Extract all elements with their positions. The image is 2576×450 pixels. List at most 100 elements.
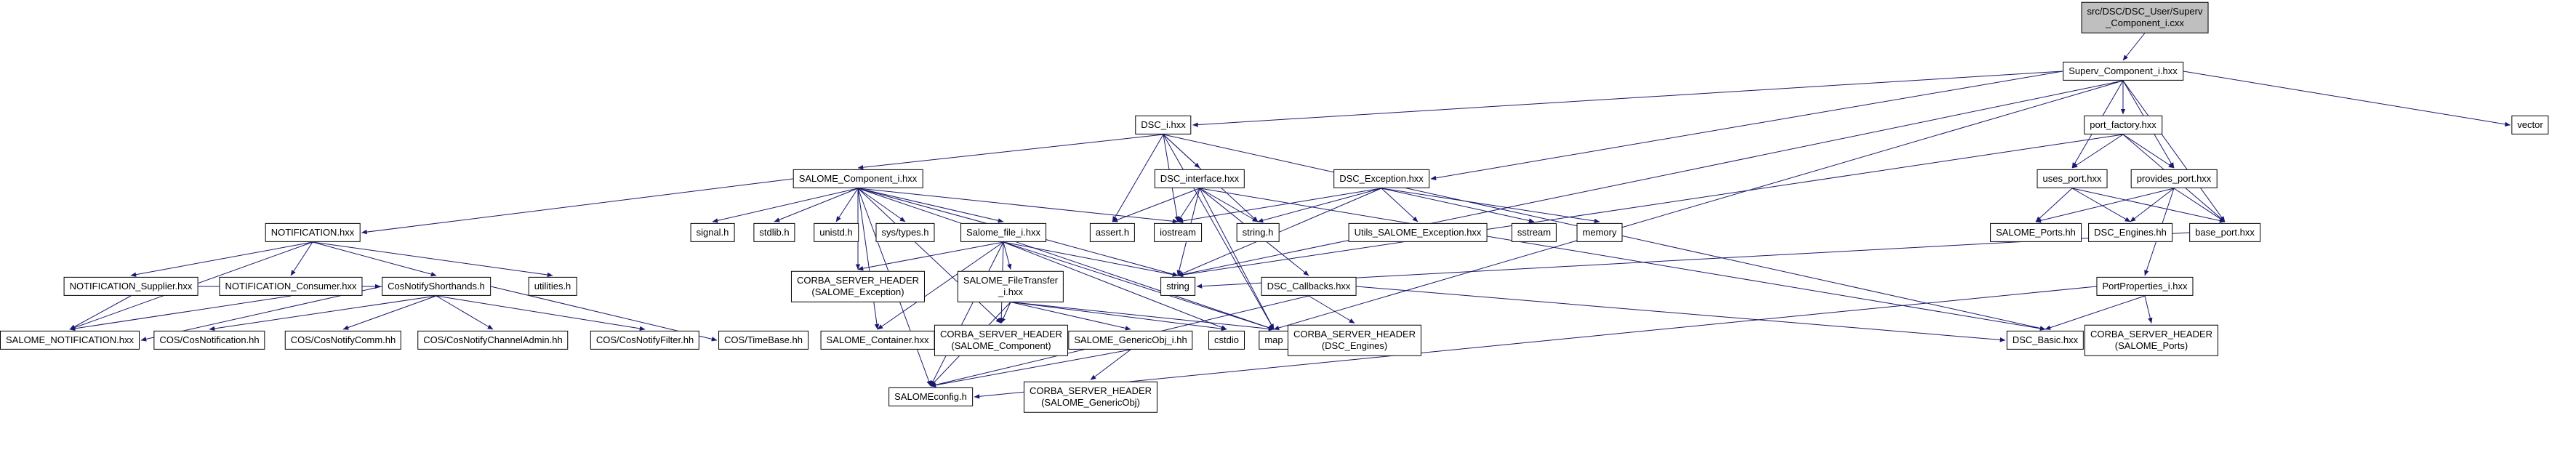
edge-comp-to-corbacomp: [857, 188, 1002, 324]
node-notif[interactable]: NOTIFICATION.hxx: [265, 222, 361, 243]
edge-portprops-to-corbaports: [2144, 295, 2153, 324]
node-dscbasic[interactable]: DSC_Basic.hxx: [2006, 330, 2085, 350]
node-cstdio: cstdio: [1208, 330, 1245, 350]
edge-shorthands-to-coscomm: [342, 295, 437, 330]
node-shorthands[interactable]: CosNotifyShorthands.h: [382, 276, 491, 297]
edge-usesport-to-portshh: [2035, 188, 2073, 222]
edge-shorthands-to-cosfilter: [436, 295, 646, 332]
edge-comp-to-container: [857, 188, 880, 330]
edge-superv-to-dscexc: [1430, 71, 2063, 180]
node-stringh: string.h: [1236, 222, 1280, 243]
node-container[interactable]: SALOME_Container.hxx: [820, 330, 935, 350]
edge-callbacks-to-dscbasic: [1356, 286, 2006, 342]
node-genobj[interactable]: SALOME_GenericObj_i.hh: [1068, 330, 1193, 350]
edge-callbacks-to-corbaeng: [1308, 295, 1355, 324]
node-superv[interactable]: Superv_Component_i.hxx: [2063, 61, 2183, 81]
node-corbagen: CORBA_SERVER_HEADER (SALOME_GenericObj): [1023, 381, 1158, 413]
edge-root-to-superv: [2122, 33, 2146, 61]
node-salomefile[interactable]: Salome_file_i.hxx: [960, 222, 1046, 243]
node-vector: vector: [2511, 115, 2549, 135]
edge-shorthands-to-cosnotif: [209, 295, 437, 332]
edge-notif-to-consumer: [290, 241, 313, 276]
node-providesport[interactable]: provides_port.hxx: [2130, 169, 2218, 189]
edge-superv-to-vector: [2183, 71, 2511, 127]
node-engineshh: DSC_Engines.hh: [2088, 222, 2172, 243]
edge-providesport-to-baseport: [2173, 188, 2226, 222]
node-dscexc[interactable]: DSC_Exception.hxx: [1333, 169, 1429, 189]
edge-portfactory-to-string: [1177, 134, 2124, 278]
node-callbacks[interactable]: DSC_Callbacks.hxx: [1261, 276, 1357, 297]
node-unistd: unistd.h: [814, 222, 859, 243]
edge-dsci-to-comp: [857, 134, 1164, 170]
node-dscint[interactable]: DSC_interface.hxx: [1154, 169, 1245, 189]
edge-portfactory-to-providesport: [2122, 134, 2175, 169]
edge-dscint-to-stringh: [1199, 188, 1259, 222]
node-utilsexc[interactable]: Utils_SALOME_Exception.hxx: [1348, 222, 1488, 243]
edge-dscexc-to-stringh: [1257, 188, 1382, 223]
node-portshh: SALOME_Ports.hh: [1990, 222, 2082, 243]
edge-dscint-to-dscbasic: [1199, 188, 2046, 331]
node-corbaports: CORBA_SERVER_HEADER (SALOME_Ports): [2084, 324, 2219, 356]
edge-salomefile-to-salomeconfig: [930, 241, 1004, 387]
edge-dscint-to-iostream: [1177, 188, 1200, 222]
edge-dscint-to-assert: [1112, 188, 1200, 222]
node-string: string: [1160, 276, 1195, 297]
edge-superv-to-baseport: [2122, 80, 2226, 222]
edge-comp-to-iostream: [857, 188, 1179, 224]
edge-dscexc-to-iostream: [1177, 188, 1382, 224]
edge-shorthands-to-cosadmin: [436, 295, 494, 330]
edge-filetransfer-to-corbacomp: [1000, 302, 1011, 324]
node-filetransfer[interactable]: SALOME_FileTransfer _i.hxx: [957, 270, 1064, 302]
edge-usesport-to-engineshh: [2071, 188, 2131, 222]
node-stdlib: stdlib.h: [753, 222, 795, 243]
node-utilities[interactable]: utilities.h: [528, 276, 577, 297]
node-root: src/DSC/DSC_User/Superv _Component_i.cxx: [2081, 1, 2209, 33]
edge-comp-to-salomefile: [857, 188, 1004, 223]
edge-consumer-to-salomenotif: [69, 295, 292, 332]
edge-notif-to-shorthands: [312, 241, 437, 277]
node-supplier[interactable]: NOTIFICATION_Supplier.hxx: [63, 276, 198, 297]
edge-dscint-to-map: [1199, 188, 1275, 330]
node-corbaeng: CORBA_SERVER_HEADER (DSC_Engines): [1287, 324, 1422, 356]
edge-dscexc-to-sstream: [1381, 188, 1535, 223]
edge-supplier-to-salomenotif: [69, 295, 132, 330]
node-portprops[interactable]: PortProperties_i.hxx: [2096, 276, 2194, 297]
node-signal: signal.h: [690, 222, 735, 243]
node-cosadmin: COS/CosNotifyChannelAdmin.hh: [417, 330, 569, 350]
node-cosnotif: COS/CosNotification.hh: [153, 330, 265, 350]
node-costime: COS/TimeBase.hh: [718, 330, 808, 350]
edge-salomefile-to-corbaexc: [857, 241, 1004, 271]
edge-superv-to-dsci: [1192, 71, 2063, 127]
edge-salomefile-to-filetransfer: [1003, 241, 1012, 270]
node-usesport[interactable]: uses_port.hxx: [2037, 169, 2108, 189]
edge-comp-to-map: [857, 188, 1275, 330]
edge-portfactory-to-usesport: [2071, 134, 2124, 169]
edge-comp-to-unistd: [835, 188, 859, 222]
edge-superv-to-map: [1273, 80, 2124, 331]
edge-providesport-to-engineshh: [2130, 188, 2175, 222]
node-baseport[interactable]: base_port.hxx: [2189, 222, 2260, 243]
edge-dsci-to-dscint: [1163, 134, 1200, 169]
node-portfactory[interactable]: port_factory.hxx: [2084, 115, 2162, 135]
edge-usesport-to-baseport: [2071, 188, 2226, 223]
node-dsci[interactable]: DSC_i.hxx: [1135, 115, 1192, 135]
node-consumer[interactable]: NOTIFICATION_Consumer.hxx: [219, 276, 363, 297]
node-salomeconfig[interactable]: SALOMEconfig.h: [888, 387, 973, 407]
node-assert: assert.h: [1089, 222, 1136, 243]
edge-comp-to-stdlib: [774, 188, 859, 222]
edge-notif-to-utilities: [312, 241, 553, 278]
edge-notif-to-supplier: [130, 241, 313, 277]
edge-dscexc-to-utilsexc: [1381, 188, 1419, 222]
edge-comp-to-signal: [712, 188, 859, 223]
edge-genobj-to-corbagen: [1090, 349, 1131, 380]
node-systypes: sys/types.h: [875, 222, 935, 243]
node-iostream: iostream: [1154, 222, 1202, 243]
edge-comp-to-systypes: [857, 188, 906, 222]
node-salomenotif: SALOME_NOTIFICATION.hxx: [0, 330, 140, 350]
edge-dscexc-to-memory: [1381, 188, 1600, 224]
node-memory: memory: [1576, 222, 1623, 243]
node-comp[interactable]: SALOME_Component_i.hxx: [793, 169, 923, 189]
node-corbacomp: CORBA_SERVER_HEADER (SALOME_Component): [934, 324, 1069, 356]
edge-superv-to-string: [1177, 80, 2124, 277]
